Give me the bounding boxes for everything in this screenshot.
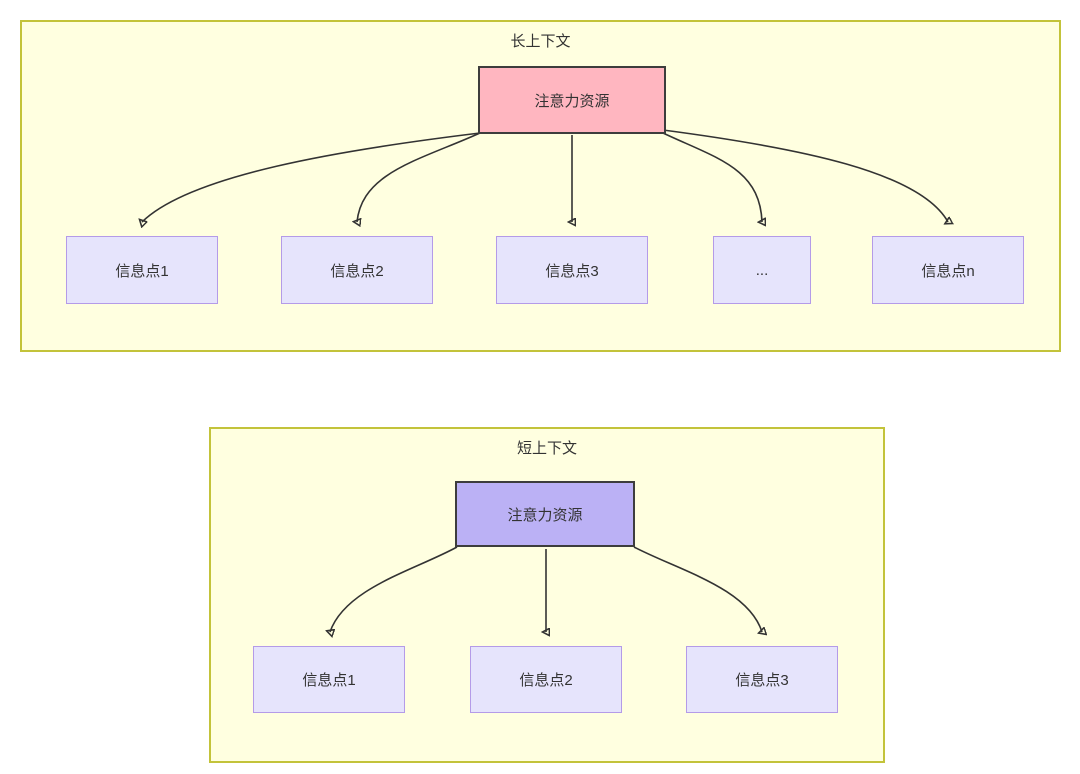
info-node-long-1[interactable]: 信息点1 [66, 236, 218, 304]
attention-node-long-label: 注意力资源 [534, 92, 610, 110]
info-node-short-2[interactable]: 信息点2 [470, 646, 622, 713]
panel-short-context-title: 短上下文 [516, 440, 577, 457]
panel-long-context-title: 长上下文 [510, 33, 571, 50]
info-node-long-n-label: 信息点n [921, 262, 975, 280]
info-node-long-1-label: 信息点1 [115, 262, 169, 280]
info-node-short-3-label: 信息点3 [735, 672, 789, 689]
info-node-short-1-label: 信息点1 [302, 672, 356, 689]
info-node-long-n[interactable]: 信息点n [872, 236, 1024, 304]
info-node-short-3[interactable]: 信息点3 [686, 646, 838, 713]
attention-node-short-context[interactable]: 注意力资源 [455, 481, 635, 547]
info-node-long-3[interactable]: 信息点3 [496, 236, 648, 304]
info-node-long-3-label: 信息点3 [545, 262, 599, 280]
info-node-short-1[interactable]: 信息点1 [253, 646, 405, 713]
info-node-long-2-label: 信息点2 [330, 262, 384, 280]
info-node-long-2[interactable]: 信息点2 [281, 236, 433, 304]
attention-node-short-label: 注意力资源 [507, 506, 583, 524]
info-node-long-ellipsis-label: ... [755, 261, 769, 279]
attention-node-long-context[interactable]: 注意力资源 [478, 66, 666, 134]
info-node-long-ellipsis[interactable]: ... [713, 236, 811, 304]
info-node-short-2-label: 信息点2 [519, 672, 573, 689]
